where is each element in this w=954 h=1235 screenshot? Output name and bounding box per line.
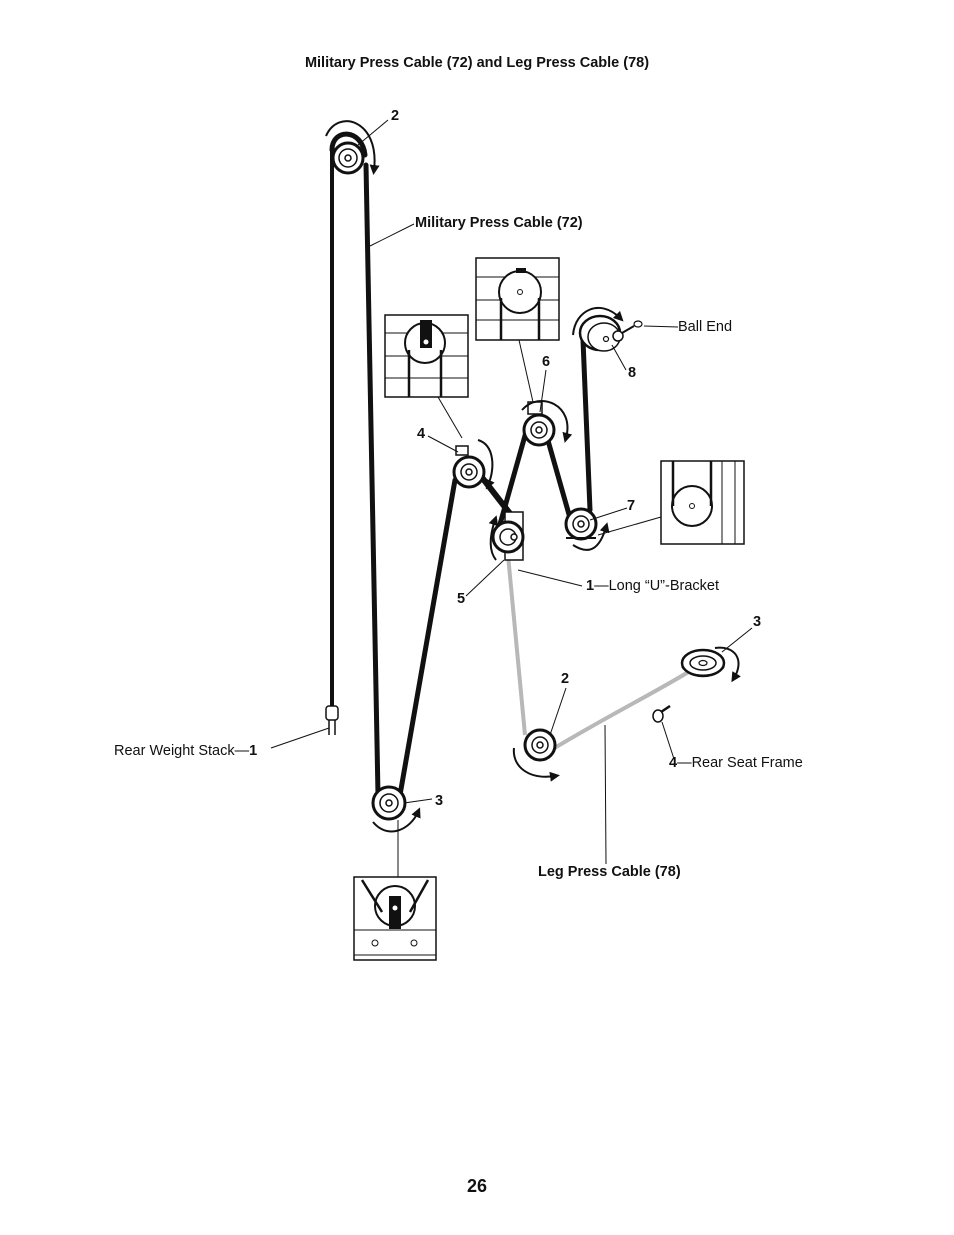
u-bracket-number: 1: [586, 578, 595, 594]
rear-seat-text: —Rear Seat Frame: [677, 755, 803, 771]
inset-box-7: [660, 460, 745, 545]
label-leg-cable: Leg Press Cable (78): [538, 864, 681, 880]
label-ball-end: Ball End: [678, 319, 733, 335]
rotation-arrows: [325, 120, 741, 833]
rear-seat-number: 4: [669, 755, 678, 771]
pulley-8: [578, 314, 622, 352]
weight-stack-pin: [325, 705, 339, 735]
pulley-5-bracket: [491, 511, 525, 561]
rear-weight-stack-number: 1: [249, 743, 258, 759]
page-number: 26: [466, 1176, 488, 1196]
label-rear-seat-frame: 4—Rear Seat Frame: [669, 755, 803, 772]
inset-box-4: [384, 314, 469, 398]
callout-bottom-pulley: 3: [435, 793, 444, 809]
ball-end: [612, 320, 643, 342]
pulley-bottom: [371, 785, 407, 821]
callout-pulley-5: 5: [457, 591, 466, 607]
callout-top-pulley: 2: [391, 108, 400, 124]
page-title: Military Press Cable (72) and Leg Press …: [304, 55, 650, 71]
inset-box-6: [475, 257, 560, 341]
leader-lines: [270, 119, 753, 877]
callout-pulley-8: 8: [628, 365, 637, 381]
rear-weight-stack-text: Rear Weight Stack—: [114, 743, 250, 759]
rear-seat-bolt: [652, 704, 671, 723]
pulley-7: [564, 507, 598, 541]
u-bracket-text: —Long “U”-Bracket: [594, 578, 719, 594]
label-military-cable: Military Press Cable (72): [415, 215, 583, 231]
leg-pulley-2: [523, 728, 557, 762]
pulley-top: [331, 141, 365, 175]
leg-pulley-3: [680, 648, 726, 678]
callout-leg-pulley-2: 2: [561, 671, 570, 687]
pulley-6: [522, 401, 556, 447]
military-press-cable: [329, 131, 593, 798]
callout-pulley-7: 7: [627, 498, 636, 514]
callout-pulley-4: 4: [417, 426, 426, 442]
pulley-4: [452, 445, 486, 489]
callout-leg-pulley-3: 3: [753, 614, 762, 630]
callout-pulley-6: 6: [542, 354, 551, 370]
leg-press-cable: [506, 554, 697, 754]
inset-box-3: [353, 876, 437, 961]
label-rear-weight-stack: Rear Weight Stack—1: [114, 743, 257, 760]
label-u-bracket: 1—Long “U”-Bracket: [586, 578, 719, 595]
